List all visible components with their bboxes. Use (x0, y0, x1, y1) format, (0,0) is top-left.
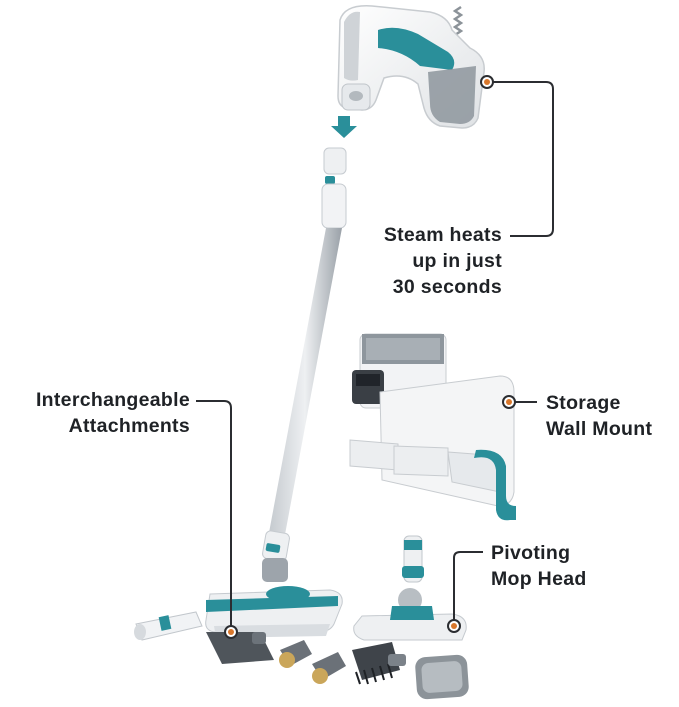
callout-pivot-line-1: Pivoting (491, 542, 571, 564)
pivoting-mop-head (353, 535, 467, 641)
handheld-steamer-unit (337, 5, 485, 129)
scraper-attachment (206, 632, 274, 664)
leader-attachments (196, 400, 232, 630)
callout-pivot: Pivoting Mop Head (491, 540, 641, 592)
callout-dot-pivot (447, 619, 461, 633)
callout-dot-storage (502, 395, 516, 409)
cloth-pad (415, 654, 469, 700)
nozzle-attachment (134, 611, 203, 641)
callout-storage-line-1: Storage (546, 392, 621, 414)
callout-steam-line-1: Steam heats (383, 224, 502, 246)
leader-pivot (453, 551, 483, 624)
callout-attachments: Interchangeable Attachments (0, 387, 190, 439)
callout-steam-line-3: 30 seconds (392, 276, 502, 298)
callout-steam: Steam heats up in just 30 seconds (340, 222, 502, 300)
leader-steam (487, 81, 554, 237)
callout-dot-attachments (224, 625, 238, 639)
callout-attachments-line-1: Interchangeable (35, 389, 190, 411)
callout-steam-line-2: up in just (412, 250, 502, 272)
callout-dot-steam (480, 75, 494, 89)
storage-wall-mount (349, 333, 516, 521)
callout-attachments-line-2: Attachments (68, 415, 190, 437)
attach-arrow-icon (331, 116, 357, 138)
spring-cord (452, 5, 464, 37)
callout-storage-line-2: Wall Mount (546, 418, 653, 440)
callout-pivot-line-2: Mop Head (491, 568, 587, 590)
handheld-handle (378, 27, 455, 70)
extension-pole (262, 147, 347, 582)
brush-attachments (279, 640, 406, 685)
callout-leaders (196, 81, 554, 630)
mop-head (205, 586, 343, 638)
callout-storage: Storage Wall Mount (546, 390, 678, 442)
water-tank (428, 66, 476, 124)
